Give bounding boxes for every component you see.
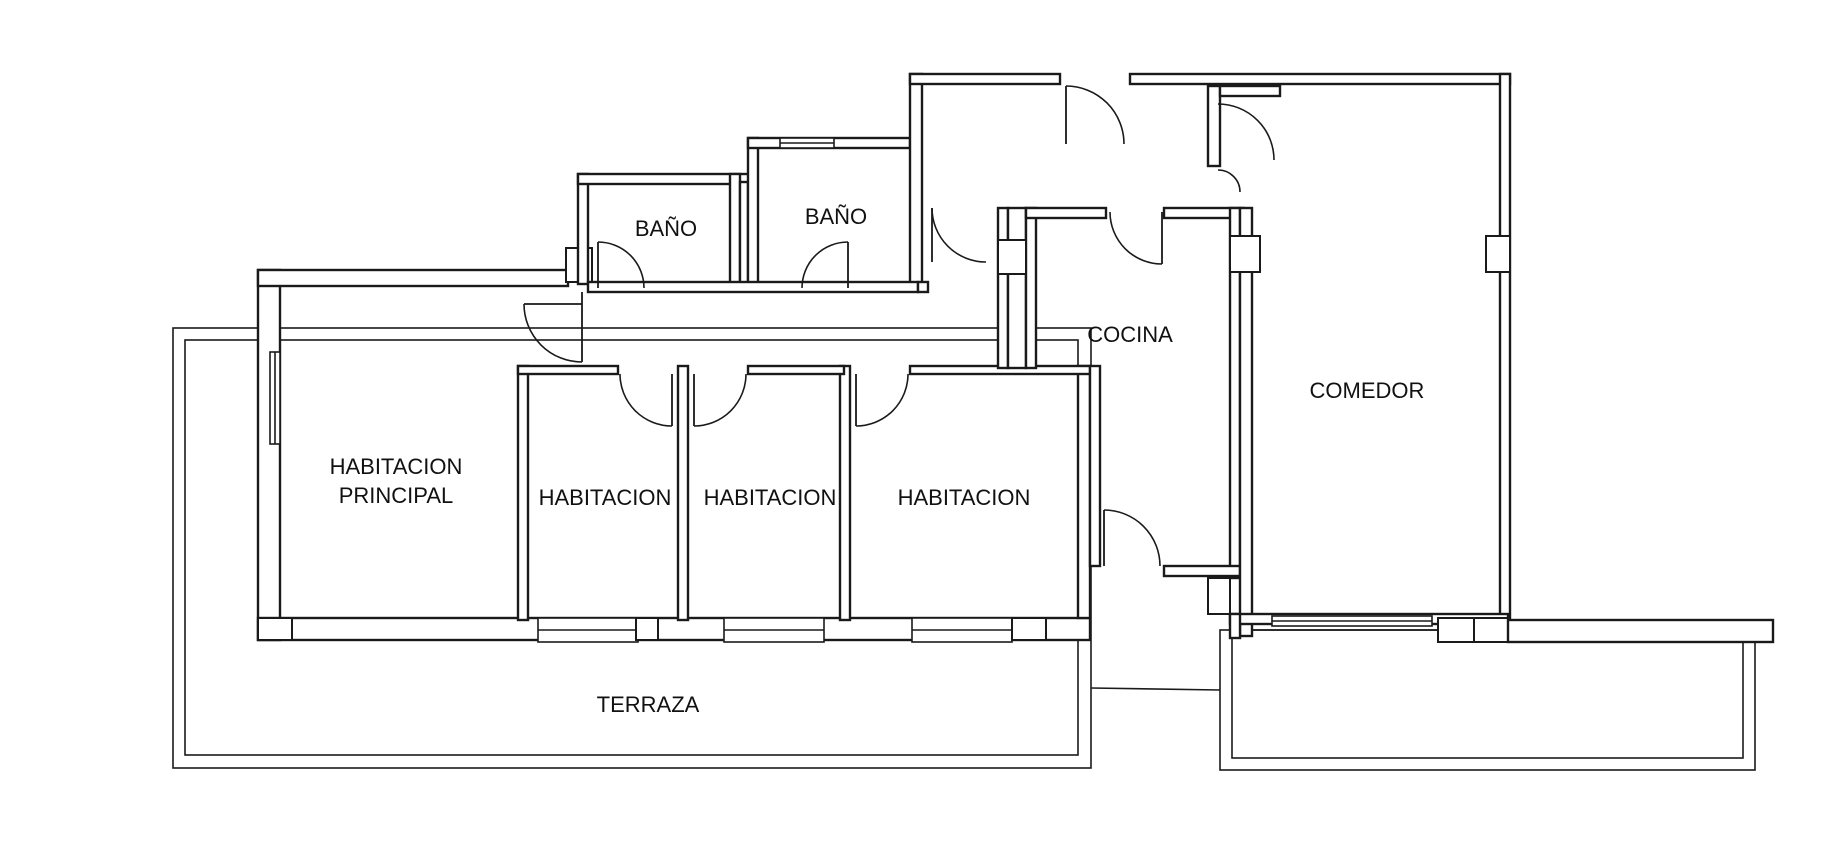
door-hall-corridor	[931, 207, 987, 263]
wall-bedroom-partitions	[516, 364, 1092, 622]
room-label-bano-2: BAÑO	[805, 204, 867, 229]
room-label-habitacion-3: HABITACION	[898, 485, 1031, 510]
door-bedroom-1	[619, 373, 673, 427]
door-entrance	[1065, 85, 1125, 145]
door-bath-1	[597, 241, 645, 289]
terrace-right-outline	[1219, 629, 1756, 771]
room-label-terraza: TERRAZA	[597, 692, 700, 717]
room-label-habitacion-principal-1: HABITACION	[330, 454, 463, 479]
window-kitchen-hall	[997, 235, 1261, 615]
window-master-left	[269, 351, 281, 445]
door-kitchen-bottom	[1103, 509, 1161, 567]
wall-master-bedroom	[256, 268, 1092, 642]
room-label-cocina: COCINA	[1087, 322, 1173, 347]
door-comedor-double	[1217, 103, 1275, 193]
door-bedroom-2	[693, 373, 747, 427]
pillars-facade	[257, 247, 1047, 641]
room-label-habitacion-principal-2: PRINCIPAL	[339, 483, 454, 508]
window-bedroom-bottoms	[537, 617, 1013, 643]
terrace-connector	[1090, 687, 1221, 691]
window-bath-top	[779, 137, 835, 149]
room-label-comedor: COMEDOR	[1310, 378, 1425, 403]
room-label-habitacion-2: HABITACION	[704, 485, 837, 510]
window-comedor	[1271, 615, 1433, 627]
door-kitchen-top	[1109, 211, 1163, 265]
door-hall-left	[523, 292, 583, 363]
door-bath-2	[801, 241, 849, 289]
wall-bathrooms	[576, 72, 924, 294]
door-bedroom-3	[855, 373, 909, 427]
room-label-habitacion-1: HABITACION	[539, 485, 672, 510]
room-label-bano-1: BAÑO	[635, 216, 697, 241]
